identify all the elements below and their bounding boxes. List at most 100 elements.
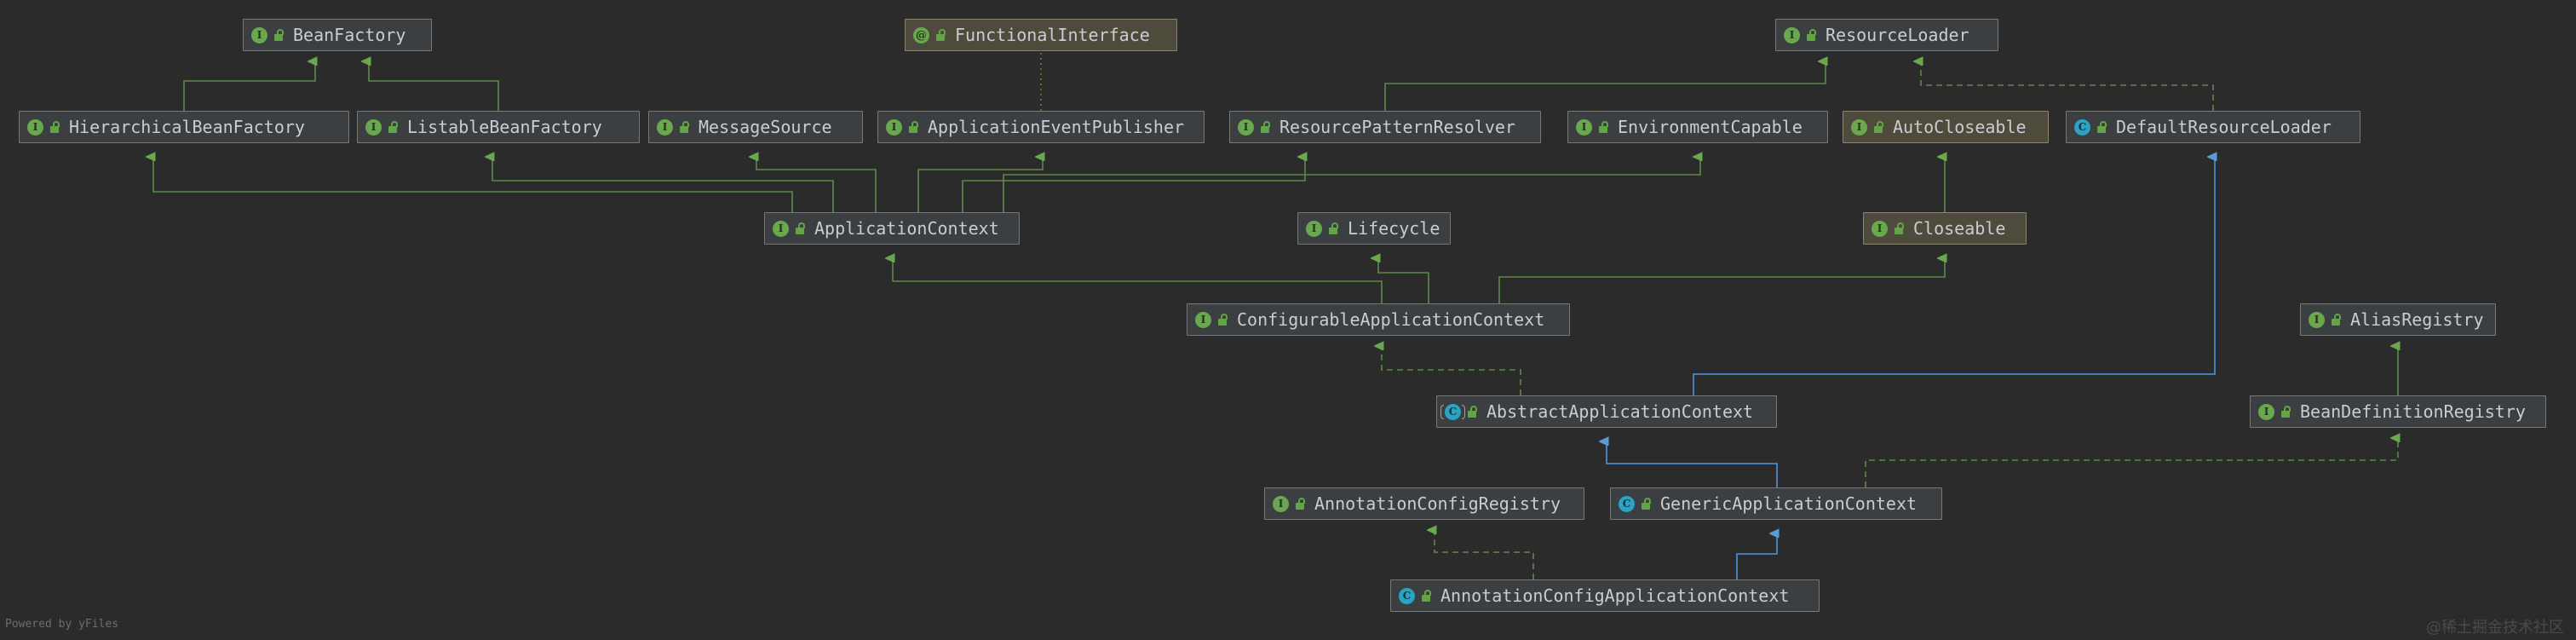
node-label: AbstractApplicationContext xyxy=(1486,401,1754,422)
uml-node-resource-loader[interactable]: I ResourceLoader xyxy=(1775,19,1998,51)
lock-public-icon xyxy=(1217,314,1228,326)
type-icon-glyph: I xyxy=(256,29,262,41)
type-icon-glyph: C xyxy=(1402,590,1412,602)
node-icon-group: @ xyxy=(913,26,946,43)
class-icon: C xyxy=(1399,587,1415,604)
lock-public-icon xyxy=(1806,29,1817,41)
interface-icon: I xyxy=(2258,403,2274,420)
type-icon-glyph: I xyxy=(891,121,897,133)
node-icon-group: C xyxy=(1399,587,1432,604)
interface-icon: I xyxy=(657,118,673,135)
node-label: Lifecycle xyxy=(1348,218,1440,239)
node-icon-group: I xyxy=(27,118,60,135)
node-icon-group: I xyxy=(773,220,806,237)
node-label: ResourcePatternResolver xyxy=(1279,117,1515,137)
lock-public-icon xyxy=(1598,121,1609,133)
interface-icon: I xyxy=(1872,220,1888,237)
uml-node-listable-bean-factory[interactable]: I ListableBeanFactory xyxy=(357,111,640,143)
type-icon-glyph: C xyxy=(1448,406,1458,418)
node-icon-group: C xyxy=(1440,403,1478,420)
node-icon-group: I xyxy=(1273,495,1306,512)
uml-node-lifecycle[interactable]: I Lifecycle xyxy=(1297,212,1451,245)
type-icon-glyph: I xyxy=(1856,121,1862,133)
interface-icon: I xyxy=(1273,495,1289,512)
uml-node-default-resource-loader[interactable]: C DefaultResourceLoader xyxy=(2066,111,2360,143)
interface-icon: I xyxy=(251,26,267,43)
type-icon-glyph: I xyxy=(32,121,38,133)
type-icon-glyph: I xyxy=(1243,121,1249,133)
abstract-icon: C xyxy=(1440,403,1465,420)
type-icon-glyph: @ xyxy=(916,28,927,42)
uml-node-hierarchical-bean-factory[interactable]: I HierarchicalBeanFactory xyxy=(19,111,349,143)
lock-public-icon xyxy=(1873,121,1884,133)
uml-node-environment-capable[interactable]: I EnvironmentCapable xyxy=(1567,111,1828,143)
node-label: HierarchicalBeanFactory xyxy=(69,117,305,137)
uml-node-functional-interface[interactable]: @FunctionalInterface xyxy=(905,19,1177,51)
lock-public-icon xyxy=(388,121,399,133)
interface-icon: I xyxy=(1238,118,1254,135)
powered-by-label: Powered by yFiles xyxy=(5,618,119,631)
node-label: DefaultResourceLoader xyxy=(2116,117,2332,137)
lock-public-icon xyxy=(935,29,946,41)
node-icon-group: I xyxy=(886,118,919,135)
uml-node-annotation-config-registry[interactable]: I AnnotationConfigRegistry xyxy=(1264,487,1584,520)
node-label: Closeable xyxy=(1913,218,2006,239)
interface-icon: I xyxy=(2309,311,2325,328)
node-label: ApplicationContext xyxy=(814,218,999,239)
interface-icon: I xyxy=(1784,26,1800,43)
type-icon-glyph: I xyxy=(1581,121,1587,133)
uml-node-alias-registry[interactable]: I AliasRegistry xyxy=(2300,303,2496,336)
node-icon-group: I xyxy=(2258,403,2291,420)
node-icon-group: I xyxy=(657,118,690,135)
type-icon-glyph: I xyxy=(2314,314,2320,326)
node-label: ListableBeanFactory xyxy=(407,117,602,137)
node-label: EnvironmentCapable xyxy=(1618,117,1803,137)
node-label: BeanDefinitionRegistry xyxy=(2300,401,2526,422)
uml-node-closeable[interactable]: I Closeable xyxy=(1863,212,2027,245)
node-icon-group: I xyxy=(1872,220,1905,237)
lock-public-icon xyxy=(679,121,690,133)
node-label: AnnotationConfigRegistry xyxy=(1314,493,1561,514)
lock-public-icon xyxy=(2280,406,2291,418)
uml-node-annotation-config-application-context[interactable]: C AnnotationConfigApplicationContext xyxy=(1390,579,1820,612)
interface-icon: I xyxy=(1195,311,1211,328)
uml-node-application-context[interactable]: I ApplicationContext xyxy=(764,212,1020,245)
uml-node-configurable-application-context[interactable]: I ConfigurableApplicationContext xyxy=(1187,303,1570,336)
lock-public-icon xyxy=(2096,121,2107,133)
lock-public-icon xyxy=(1467,406,1478,418)
node-icon-group: I xyxy=(1576,118,1609,135)
uml-node-auto-closeable[interactable]: I AutoCloseable xyxy=(1843,111,2049,143)
node-label: AnnotationConfigApplicationContext xyxy=(1440,585,1790,606)
type-icon-glyph: I xyxy=(1311,222,1317,234)
uml-node-resource-pattern-resolver[interactable]: I ResourcePatternResolver xyxy=(1229,111,1541,143)
uml-node-abstract-application-context[interactable]: C AbstractApplicationContext xyxy=(1436,395,1777,428)
node-label: AliasRegistry xyxy=(2350,309,2484,330)
node-label: ApplicationEventPublisher xyxy=(928,117,1185,137)
uml-node-application-event-publisher[interactable]: I ApplicationEventPublisher xyxy=(877,111,1205,143)
type-icon-glyph: I xyxy=(1877,222,1883,234)
interface-icon: I xyxy=(27,118,43,135)
node-label: AutoCloseable xyxy=(1893,117,2027,137)
interface-icon: I xyxy=(1851,118,1867,135)
type-icon-glyph: I xyxy=(1200,314,1206,326)
interface-icon: I xyxy=(1306,220,1322,237)
lock-public-icon xyxy=(1641,498,1652,510)
interface-icon: I xyxy=(365,118,382,135)
node-label: BeanFactory xyxy=(293,25,406,45)
watermark-label: @稀土掘金技术社区 xyxy=(2426,619,2564,637)
lock-public-icon xyxy=(1421,590,1432,602)
uml-node-bean-factory[interactable]: I BeanFactory xyxy=(243,19,432,51)
type-icon-glyph: C xyxy=(2078,121,2087,133)
node-label: ConfigurableApplicationContext xyxy=(1237,309,1545,330)
type-icon-glyph: C xyxy=(1622,498,1631,510)
node-label: ResourceLoader xyxy=(1826,25,1969,45)
lock-public-icon xyxy=(1295,498,1306,510)
interface-icon: I xyxy=(1576,118,1592,135)
node-icon-group: I xyxy=(1306,220,1339,237)
node-icon-group: I xyxy=(251,26,285,43)
uml-node-bean-definition-registry[interactable]: I BeanDefinitionRegistry xyxy=(2250,395,2546,428)
